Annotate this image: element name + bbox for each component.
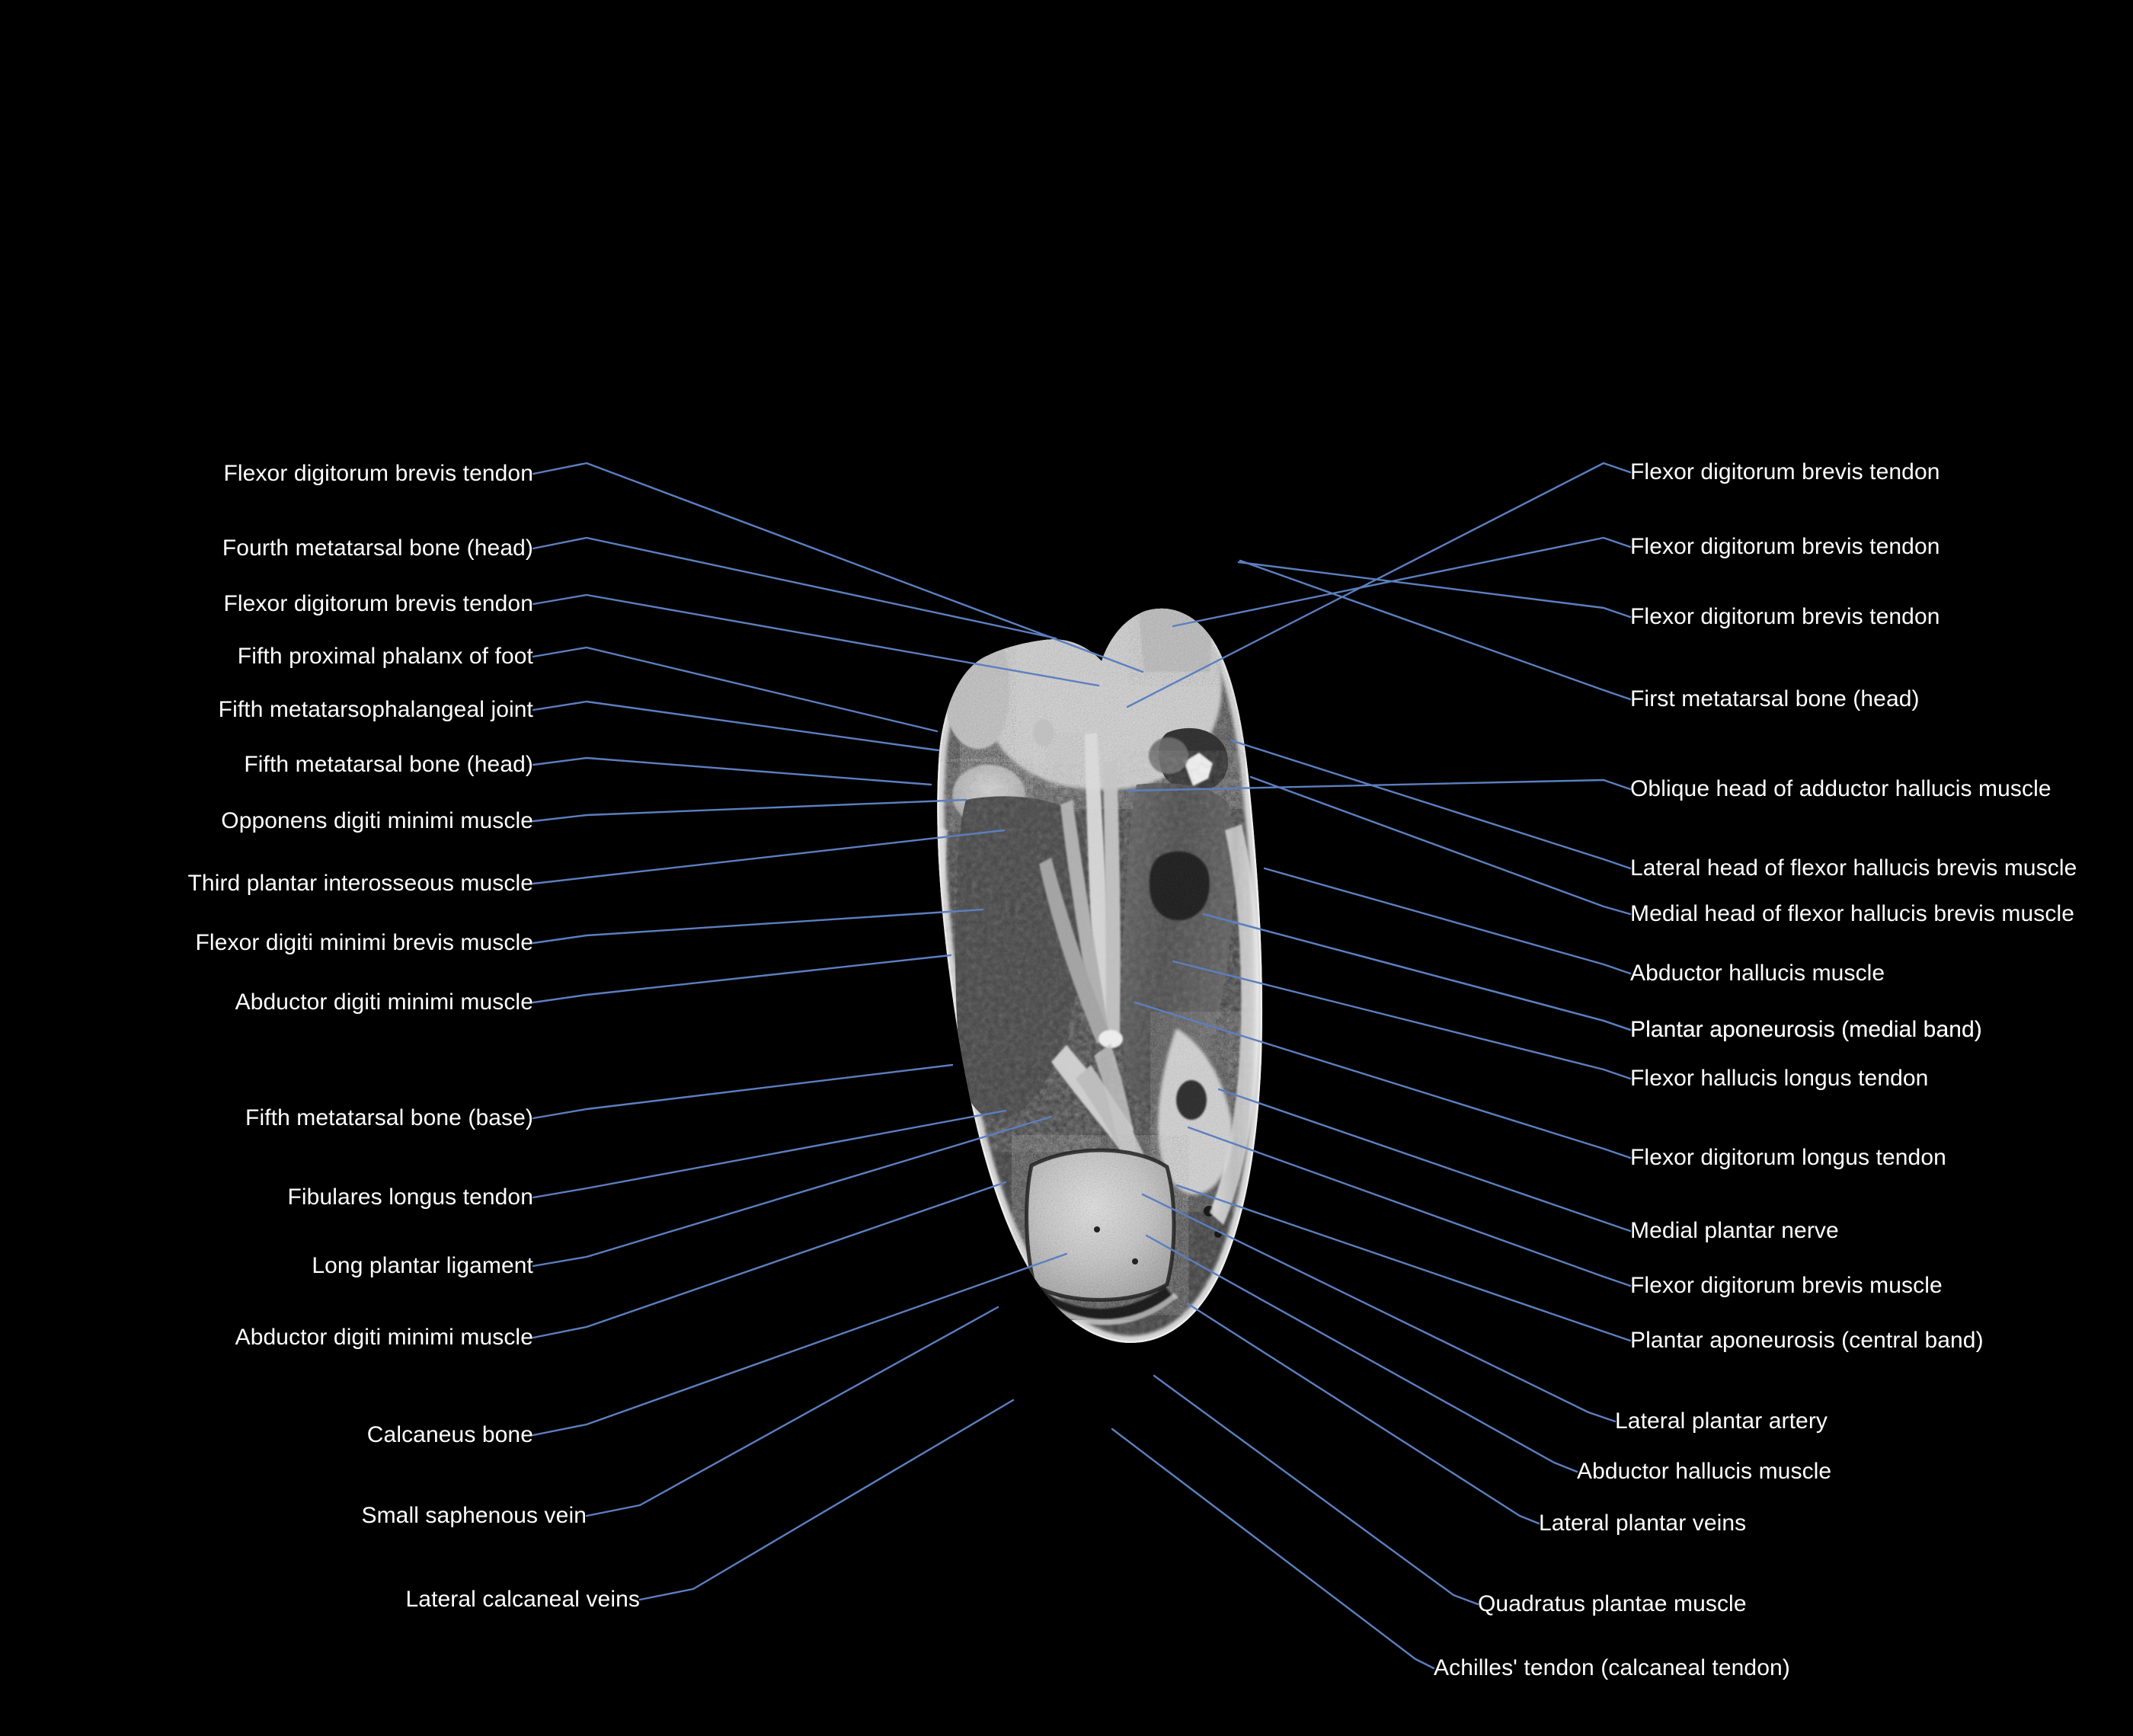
anatomy-label: Fourth metatarsal bone (head) — [222, 536, 533, 561]
anatomy-label: Fifth metatarsal bone (head) — [244, 752, 533, 777]
anatomy-label: Lateral plantar veins — [1539, 1511, 1747, 1536]
anatomy-label: Flexor digitorum brevis tendon — [1630, 604, 1940, 629]
anatomy-label: Plantar aponeurosis (medial band) — [1630, 1017, 1982, 1042]
anatomy-label: Flexor digitorum brevis tendon — [223, 461, 533, 486]
anatomy-label: Oblique head of adductor hallucis muscle — [1630, 776, 2051, 801]
anatomy-label: Flexor digitorum brevis tendon — [223, 591, 533, 616]
anatomy-label: Flexor digitorum brevis tendon — [1630, 534, 1940, 559]
anatomy-label: Fifth metatarsophalangeal joint — [218, 697, 533, 722]
anatomy-label: Flexor digitorum brevis muscle — [1630, 1273, 1943, 1298]
anatomy-label: Fifth metatarsal bone (base) — [245, 1105, 533, 1130]
anatomy-label: Small saphenous vein — [361, 1503, 587, 1528]
anatomy-label: Flexor hallucis longus tendon — [1630, 1066, 1929, 1091]
anatomy-label: First metatarsal bone (head) — [1630, 686, 1920, 711]
anatomy-label: Long plantar ligament — [312, 1253, 533, 1278]
anatomy-label: Flexor digiti minimi brevis muscle — [195, 930, 533, 955]
anatomy-label: Flexor digitorum brevis tendon — [1630, 459, 1940, 484]
anatomy-label: Calcaneus bone — [366, 1422, 533, 1447]
anatomy-label: Abductor hallucis muscle — [1577, 1459, 1832, 1484]
anatomy-label: Plantar aponeurosis (medial band) — [1630, 1017, 1982, 1042]
anatomy-label: Medial plantar nerve — [1630, 1218, 1839, 1243]
anatomy-label: Abductor digiti minimi muscle — [235, 1325, 533, 1350]
anatomy-label: Plantar aponeurosis (central band) — [1630, 1328, 1984, 1353]
anatomy-label: Abductor hallucis muscle — [1630, 961, 1885, 986]
anatomy-label: Flexor digitorum longus tendon — [1630, 1145, 1946, 1170]
anatomy-label: Lateral head of flexor hallucis brevis m… — [1630, 855, 2077, 881]
anatomy-label: Opponens digiti minimi muscle — [221, 808, 533, 833]
anatomy-label: Fibulares longus tendon — [287, 1185, 533, 1210]
anatomy-label: Achilles' tendon (calcaneal tendon) — [1434, 1655, 1790, 1680]
anatomy-label: Lateral calcaneal veins — [405, 1587, 640, 1612]
anatomy-label: Lateral plantar artery — [1615, 1408, 1828, 1434]
mri-foot-cross-section-image — [868, 404, 1356, 1470]
anatomy-label: Third plantar interosseous muscle — [187, 871, 533, 896]
anatomy-label: Abductor digiti minimi muscle — [235, 989, 533, 1015]
anatomy-label: Quadratus plantae muscle — [1478, 1591, 1747, 1616]
anatomy-label: Medial head of flexor hallucis brevis mu… — [1630, 901, 2074, 926]
anatomy-label: Fifth proximal phalanx of foot — [237, 644, 533, 669]
